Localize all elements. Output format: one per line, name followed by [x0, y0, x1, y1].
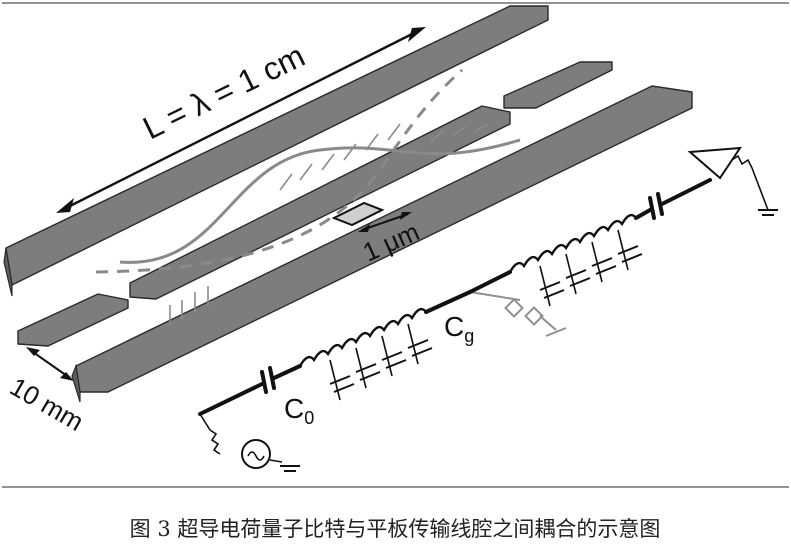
center-strip-middle — [129, 105, 511, 300]
micron-arrow — [358, 212, 412, 232]
figure-caption: 图 3 超导电荷量子比特与平板传输线腔之间耦合的示意图 — [130, 517, 661, 541]
upper-right-strip — [503, 61, 613, 109]
current-wave — [95, 68, 464, 274]
cg-letter: C — [444, 311, 464, 342]
width-arrow — [26, 347, 74, 381]
electric-field-arrows — [169, 123, 489, 325]
c0-letter: C — [284, 393, 304, 424]
cg-subscript: g — [464, 326, 474, 346]
top-ground-strip — [3, 5, 549, 297]
coupled-qubit-circuit — [469, 291, 567, 337]
amplifier-icon — [687, 146, 778, 216]
length-arrow — [56, 27, 426, 213]
bottom-ground-strip — [71, 85, 693, 403]
cg-label: Cg — [444, 311, 474, 346]
circuit-right-chain — [468, 178, 712, 307]
c0-label: C0 — [284, 393, 314, 428]
voltage-wave — [119, 138, 521, 264]
c0-subscript: 0 — [304, 408, 314, 428]
circuit-left-chain — [198, 290, 472, 416]
center-strip-left — [17, 293, 129, 347]
voltage-source-icon — [199, 413, 300, 472]
qubit-box — [331, 201, 385, 227]
